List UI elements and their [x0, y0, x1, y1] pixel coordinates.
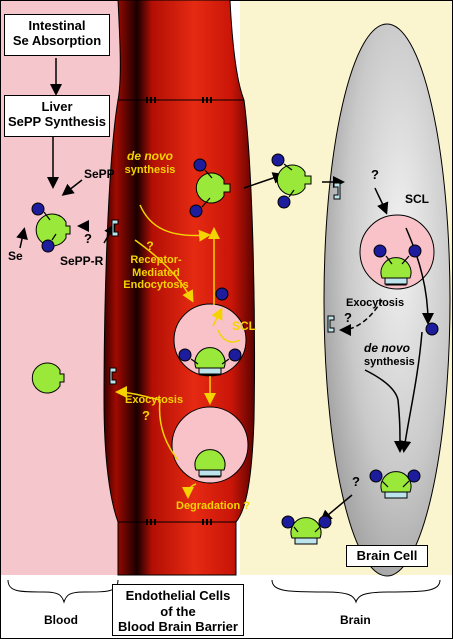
brain-exo-question: ? [344, 310, 352, 325]
brain-cell-box: Brain Cell [346, 545, 428, 567]
sepp-protein-icon [290, 517, 322, 539]
receptor-icon [333, 182, 341, 200]
sepp-r-label: SePP-R [60, 254, 104, 268]
arrows-black [16, 58, 434, 522]
receptor-icon [111, 219, 119, 237]
sepp-protein-icon [31, 362, 65, 394]
brace-icon [271, 579, 441, 604]
arrows-yellow [115, 204, 241, 499]
selenium-icon [369, 469, 383, 483]
brain-region-label: Brain [340, 613, 371, 627]
sepp-protein-icon [194, 449, 226, 471]
sepp-label: SePP [84, 167, 115, 181]
se-label: Se [8, 249, 23, 263]
selenium-icon [271, 153, 285, 167]
sepp-protein-icon [35, 213, 71, 247]
selenium-icon [41, 239, 55, 253]
brace-icon [7, 579, 119, 604]
brain-cell-label: Brain Cell [356, 548, 418, 563]
selenium-icon [408, 244, 422, 258]
arrow-icon [134, 239, 194, 303]
endo-exocytosis-label: Exocytosis [125, 394, 184, 406]
arrow-icon [339, 299, 383, 336]
arrow-icon [61, 179, 83, 196]
brain-scl-label: SCL [405, 192, 429, 206]
degradation-label: Degradation ? [176, 500, 250, 512]
endo-de-novo-label: de novo [126, 149, 173, 163]
rme-line-2: Mediated [132, 266, 180, 279]
selenium-icon [215, 287, 229, 301]
selenium-icon [281, 515, 295, 529]
arrow-icon [211, 307, 223, 327]
tight-junctions [146, 97, 212, 525]
arrow-icon [115, 386, 179, 461]
selenium-icon [193, 158, 207, 172]
selenium-icon [407, 469, 421, 483]
arrow-icon [364, 369, 406, 453]
brain-synthesis-label: synthesis [364, 356, 415, 368]
rme-line-3: Endocytosis [123, 279, 189, 292]
endothelial-line-1: Endothelial Cells [125, 588, 231, 603]
sepp-protein-icon [195, 172, 231, 204]
vesicle-icon [171, 406, 249, 484]
intestinal-absorption-box: Intestinal Se Absorption [4, 14, 110, 56]
brain-exocytosis-label: Exocytosis [346, 297, 405, 309]
selenium-icon [31, 202, 45, 216]
arrow-icon [243, 172, 285, 189]
intestinal-line-1: Intestinal [28, 18, 86, 33]
arrow-icon [139, 204, 211, 242]
arrow-icon [405, 227, 434, 325]
receptor-icon [327, 315, 335, 333]
selenium-icon [318, 515, 332, 529]
brain-top-question: ? [371, 167, 379, 182]
arrow-icon [374, 187, 389, 215]
endo-scl-label: SCL [232, 319, 256, 333]
rme-label: Receptor- Mediated Endocytosis [116, 254, 196, 292]
liver-line-2: SePP Synthesis [7, 114, 107, 129]
selenium-icon [277, 195, 291, 209]
sepp-protein-stems [198, 277, 408, 545]
rme-line-1: Receptor- [130, 254, 182, 266]
brain-bottom-question: ? [352, 474, 360, 489]
endothelial-box: Endothelial Cells of the Blood Brain Bar… [112, 584, 244, 636]
endo-exo-question: ? [142, 408, 150, 423]
rme-question: ? [146, 239, 154, 253]
selenium-icon [178, 348, 192, 362]
arrow-icon [217, 329, 241, 343]
blood-question: ? [84, 231, 92, 246]
endothelial-line-2: of the [160, 603, 196, 619]
vesicle-icon [359, 214, 435, 290]
receptor-icon [109, 367, 117, 385]
brain-de-novo-label: de novo [364, 341, 411, 355]
arrow-icon [16, 227, 28, 249]
sepp-protein-icon [276, 164, 312, 196]
endothelial-line-3: Blood Brain Barrier [118, 619, 238, 635]
selenium-icon [425, 322, 439, 336]
blood-region-label: Blood [44, 613, 78, 627]
brain-cell [323, 23, 451, 577]
intestinal-line-2: Se Absorption [12, 33, 102, 48]
arrow-icon [399, 331, 423, 453]
selenium-icon [228, 348, 242, 362]
arrow-icon [182, 483, 197, 499]
sepp-protein-icon [194, 347, 226, 369]
selenium-dots [31, 153, 439, 529]
liver-line-1: Liver [41, 99, 73, 114]
liver-synthesis-box: Liver SePP Synthesis [4, 95, 110, 137]
endo-synthesis-label: synthesis [124, 164, 176, 176]
selenium-icon [189, 204, 203, 218]
selenium-icon [373, 244, 387, 258]
selenium-bonds [43, 163, 410, 533]
